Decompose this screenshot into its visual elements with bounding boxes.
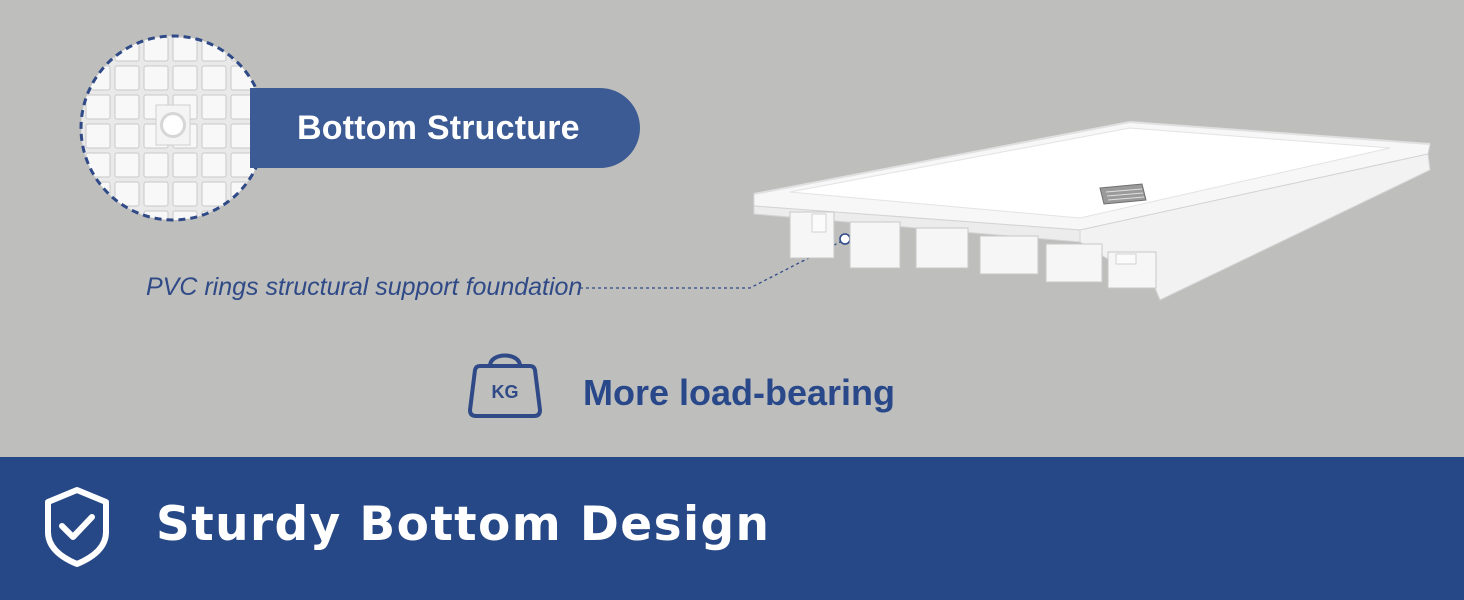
bottom-grid-detail-image (79, 34, 267, 222)
kg-icon-text: KG (492, 382, 519, 402)
bottom-structure-badge (250, 88, 640, 168)
load-bearing-label: More load-bearing (583, 372, 896, 413)
footer-title: Sturdy Bottom Design (156, 497, 771, 552)
footer-banner (0, 457, 1464, 600)
callout-label: PVC rings structural support foundation (146, 273, 583, 301)
shield-check-icon (45, 487, 109, 567)
badge-label: Bottom Structure (297, 109, 580, 147)
kg-weight-icon: KG (468, 353, 542, 418)
shower-base-product-image (753, 120, 1431, 301)
